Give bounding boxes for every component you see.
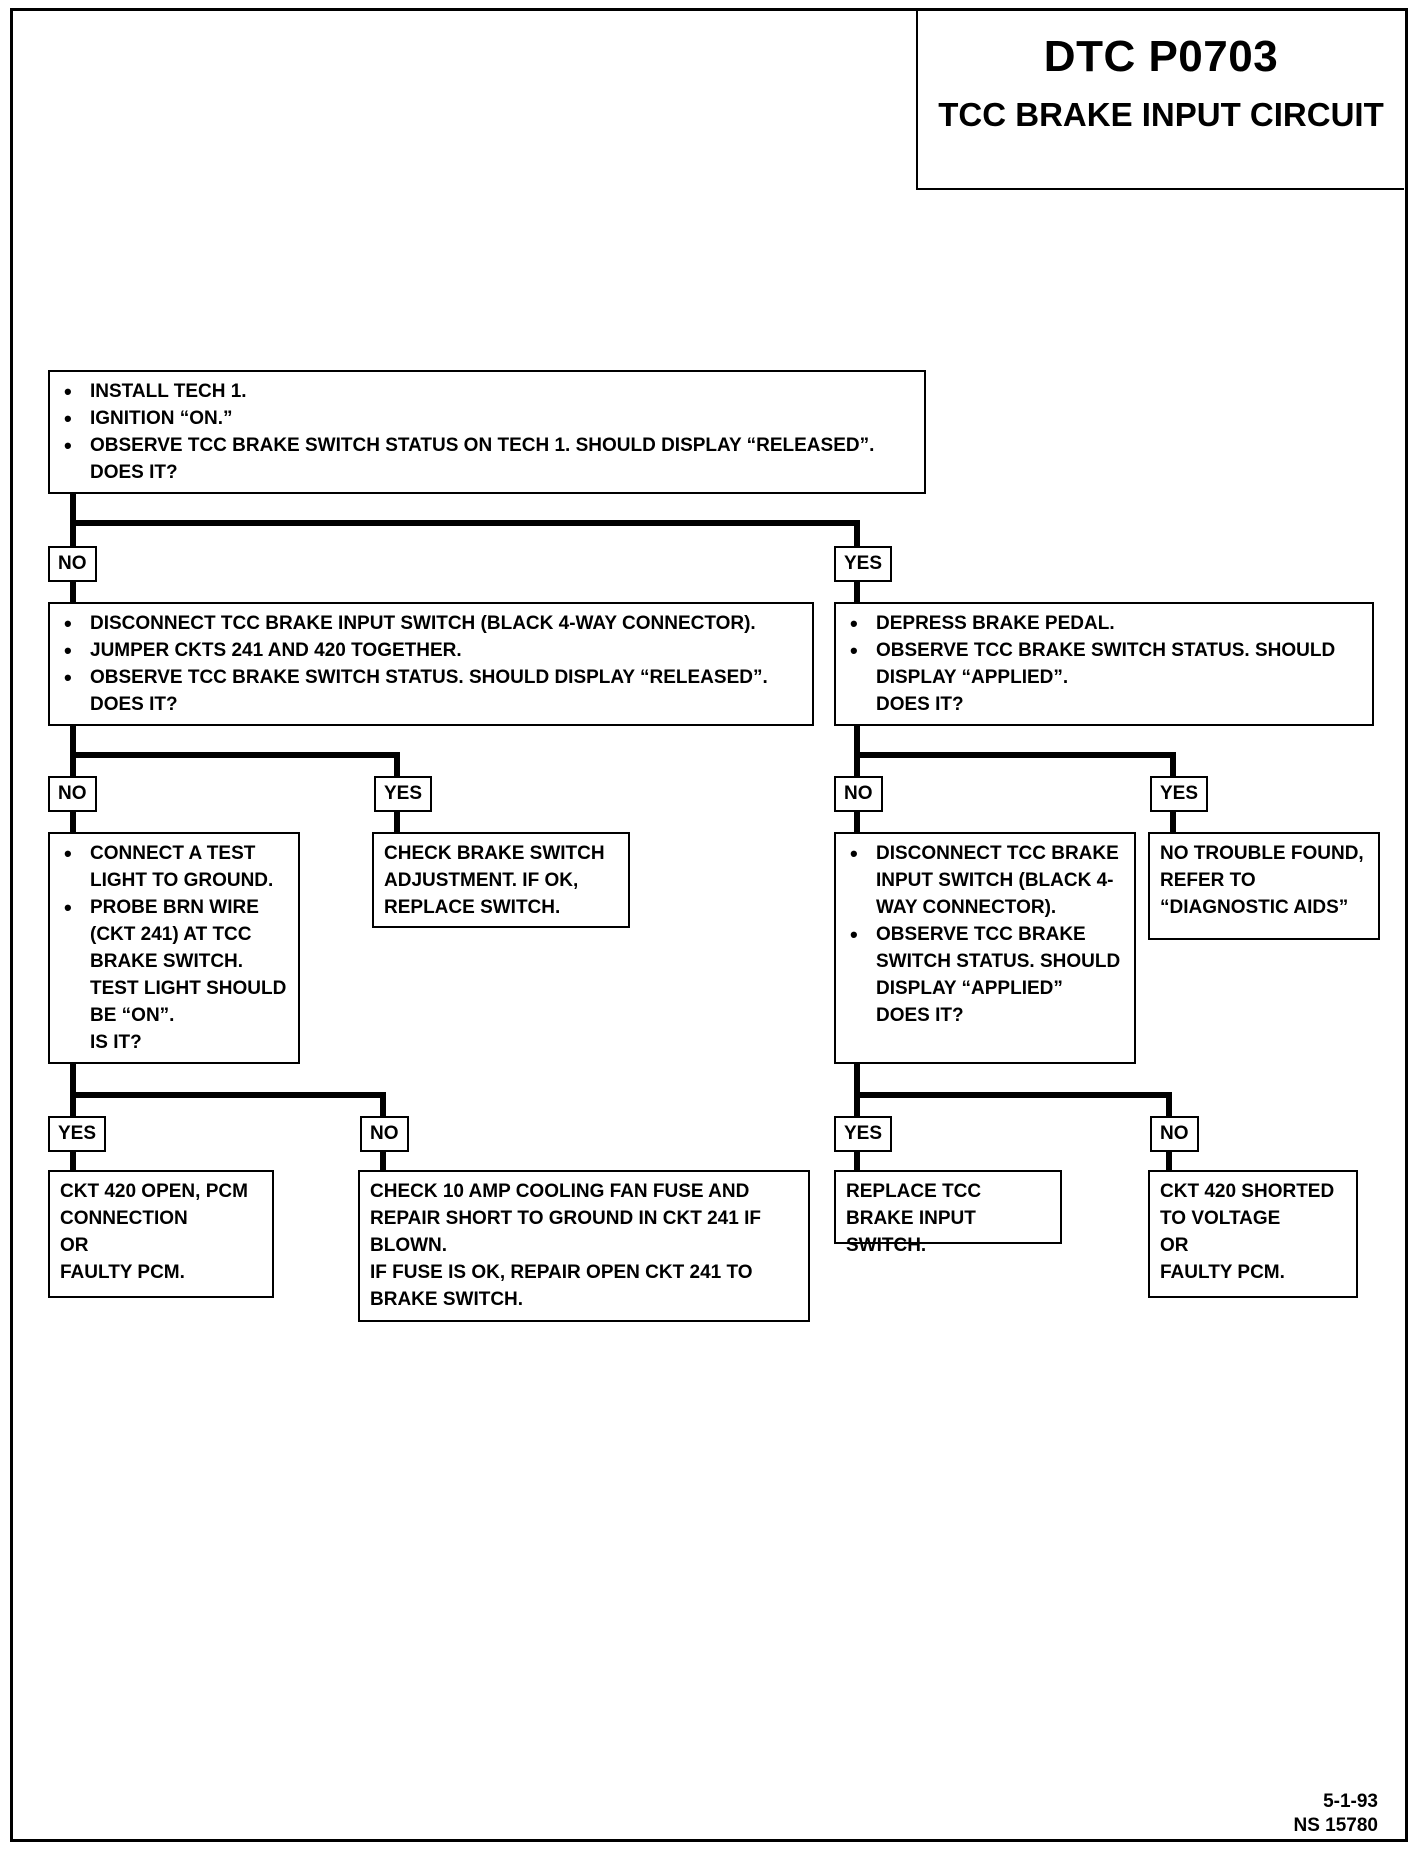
- title-block: DTC P0703 TCC BRAKE INPUT CIRCUIT: [916, 10, 1404, 190]
- step-text: REPLACE TCC BRAKE INPUT SWITCH.: [846, 1181, 982, 1256]
- footer-date: 5-1-93: [1323, 1791, 1378, 1812]
- step-no-trouble-box: NO TROUBLE FOUND, REFER TO “DIAGNOSTIC A…: [1148, 832, 1380, 940]
- step-no1-box: DISCONNECT TCC BRAKE INPUT SWITCH (BLACK…: [48, 602, 814, 726]
- step-fuse-box: CHECK 10 AMP COOLING FAN FUSE AND REPAIR…: [358, 1170, 810, 1322]
- step-text: CKT 420 SHORTED TO VOLTAGE OR FAULTY PCM…: [1160, 1181, 1335, 1283]
- step-bullet: IGNITION “ON.”: [60, 405, 914, 432]
- step-question: DOES IT?: [90, 462, 178, 483]
- connector-line: [1166, 1150, 1172, 1172]
- connector-line: [854, 1150, 860, 1172]
- connector-line: [1170, 810, 1176, 834]
- step-text: CHECK BRAKE SWITCH ADJUSTMENT. IF OK, RE…: [384, 843, 605, 918]
- footer: 5-1-93 NS 15780: [1293, 1790, 1378, 1838]
- yes-label: YES: [834, 546, 893, 582]
- step-text: CKT 420 OPEN, PCM CONNECTION OR FAULTY P…: [60, 1181, 248, 1283]
- no-label: NO: [48, 546, 97, 582]
- step-disc2-box: DISCONNECT TCC BRAKE INPUT SWITCH (BLACK…: [834, 832, 1136, 1064]
- connector-line: [854, 1062, 860, 1118]
- step-bullet: DISCONNECT TCC BRAKE INPUT SWITCH (BLACK…: [846, 840, 1124, 921]
- step-text: NO TROUBLE FOUND, REFER TO “DIAGNOSTIC A…: [1160, 843, 1364, 918]
- connector-line: [394, 752, 400, 778]
- connector-line: [854, 724, 860, 778]
- connector-line: [854, 810, 860, 834]
- connector-line: [854, 520, 860, 548]
- page-frame: [10, 8, 1408, 1842]
- connector-line: [854, 1092, 1172, 1098]
- connector-line: [854, 752, 1176, 758]
- connector-line: [70, 520, 860, 526]
- step-bullet: OBSERVE TCC BRAKE SWITCH STATUS ON TECH …: [60, 432, 914, 459]
- dtc-title: TCC BRAKE INPUT CIRCUIT: [938, 96, 1384, 133]
- step-text: CHECK 10 AMP COOLING FAN FUSE AND REPAIR…: [370, 1181, 761, 1310]
- step-ckt420-short-box: CKT 420 SHORTED TO VOLTAGE OR FAULTY PCM…: [1148, 1170, 1358, 1298]
- no-label: NO: [1150, 1116, 1199, 1152]
- yes-label: YES: [834, 1116, 893, 1152]
- step-bullet: JUMPER CKTS 241 AND 420 TOGETHER.: [60, 637, 802, 664]
- yes-label: YES: [48, 1116, 107, 1152]
- step-question: DOES IT?: [876, 1005, 964, 1026]
- dtc-code: DTC P0703: [1043, 32, 1279, 81]
- step-bullet: OBSERVE TCC BRAKE SWITCH STATUS. SHOULD …: [846, 921, 1124, 1002]
- step-test-light-box: CONNECT A TEST LIGHT TO GROUND. PROBE BR…: [48, 832, 300, 1064]
- step-question: DOES IT?: [90, 694, 178, 715]
- connector-line: [70, 752, 400, 758]
- footer-code: NS 15780: [1293, 1815, 1378, 1836]
- step-bullet: INSTALL TECH 1.: [60, 378, 914, 405]
- connector-line: [70, 810, 76, 834]
- connector-line: [854, 580, 860, 604]
- step-bullet: OBSERVE TCC BRAKE SWITCH STATUS. SHOULD …: [846, 637, 1362, 691]
- connector-line: [70, 492, 76, 546]
- connector-line: [70, 1150, 76, 1172]
- connector-line: [1166, 1092, 1172, 1118]
- connector-line: [380, 1150, 386, 1172]
- step-start-box: INSTALL TECH 1. IGNITION “ON.” OBSERVE T…: [48, 370, 926, 494]
- yes-label: YES: [1150, 776, 1209, 812]
- step-replace-tcc-box: REPLACE TCC BRAKE INPUT SWITCH.: [834, 1170, 1062, 1256]
- step-ckt420-open-box: CKT 420 OPEN, PCM CONNECTION OR FAULTY P…: [48, 1170, 274, 1298]
- step-bullet: OBSERVE TCC BRAKE SWITCH STATUS. SHOULD …: [60, 664, 802, 691]
- connector-line: [70, 724, 76, 778]
- step-yes1-box: DEPRESS BRAKE PEDAL. OBSERVE TCC BRAKE S…: [834, 602, 1374, 726]
- connector-line: [70, 1062, 76, 1118]
- step-bullet: DISCONNECT TCC BRAKE INPUT SWITCH (BLACK…: [60, 610, 802, 637]
- step-question: IS IT?: [90, 1032, 142, 1053]
- no-label: NO: [360, 1116, 409, 1152]
- yes-label: YES: [374, 776, 433, 812]
- step-bullet: CONNECT A TEST LIGHT TO GROUND.: [60, 840, 288, 894]
- connector-line: [380, 1092, 386, 1118]
- step-bullet: DEPRESS BRAKE PEDAL.: [846, 610, 1362, 637]
- no-label: NO: [834, 776, 883, 812]
- connector-line: [70, 580, 76, 604]
- step-adjust-box: CHECK BRAKE SWITCH ADJUSTMENT. IF OK, RE…: [372, 832, 630, 928]
- no-label: NO: [48, 776, 97, 812]
- step-bullet: PROBE BRN WIRE (CKT 241) AT TCC BRAKE SW…: [60, 894, 288, 1029]
- connector-line: [1170, 752, 1176, 778]
- connector-line: [70, 1092, 386, 1098]
- connector-line: [394, 810, 400, 834]
- step-question: DOES IT?: [876, 694, 964, 715]
